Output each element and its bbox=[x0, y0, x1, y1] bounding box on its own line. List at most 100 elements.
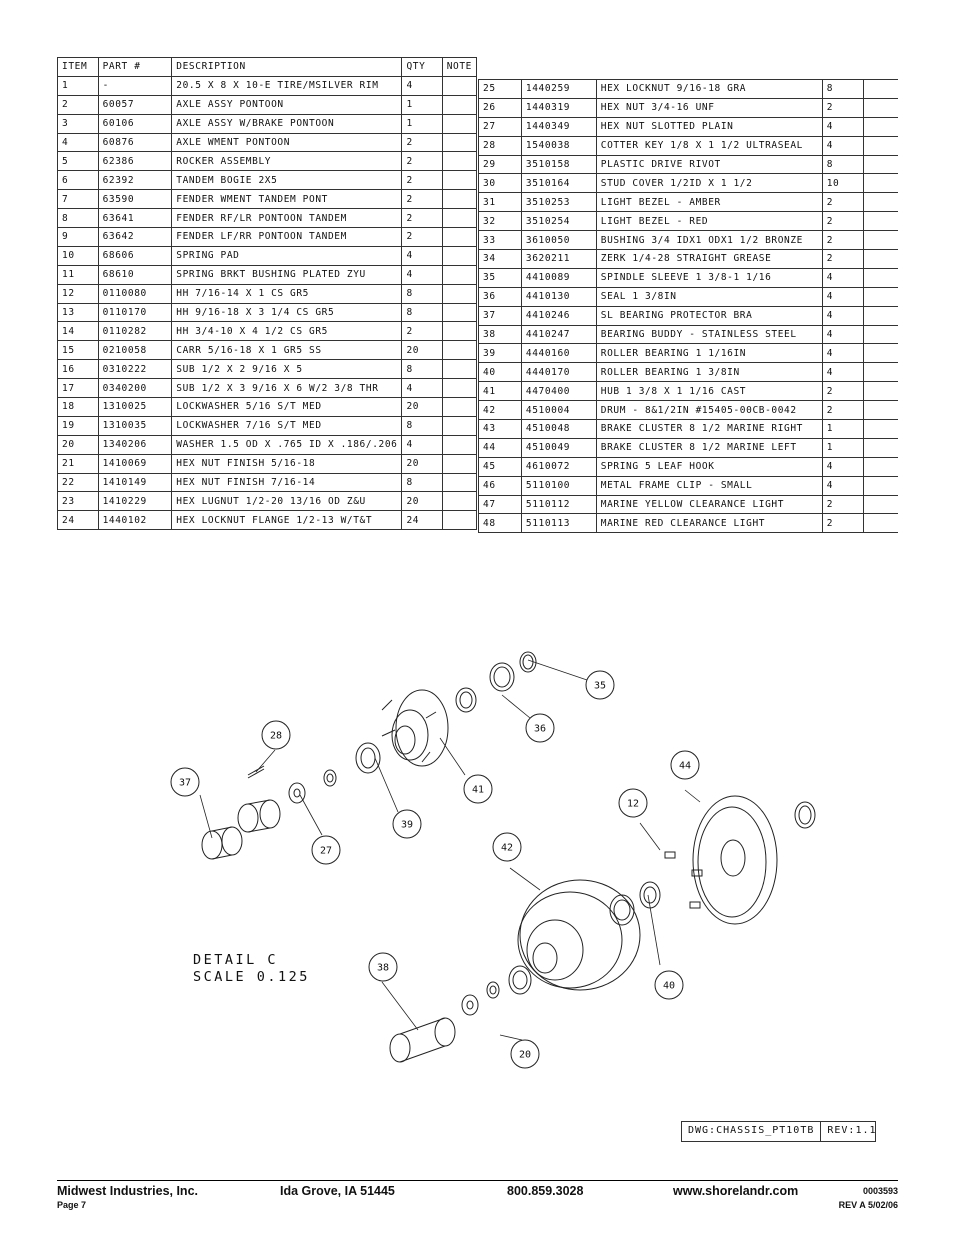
cell-part-number: 0340200 bbox=[97, 378, 173, 399]
cell-note bbox=[441, 208, 478, 229]
cell-part-number: 60106 bbox=[97, 113, 173, 134]
cell-item: 45 bbox=[478, 456, 522, 477]
cell-item: 40 bbox=[478, 362, 522, 383]
cell-description: ROCKER ASSEMBLY bbox=[171, 151, 403, 172]
cell-note bbox=[862, 230, 898, 251]
cell-part-number: 0110080 bbox=[97, 283, 173, 304]
cell-item: 16 bbox=[57, 359, 99, 380]
header-item: ITEM bbox=[57, 57, 99, 77]
cell-description: DRUM - 8&1/2IN #15405-00CB-0042 bbox=[595, 400, 823, 421]
cell-description: PLASTIC DRIVE RIVOT bbox=[595, 154, 823, 175]
cell-note bbox=[862, 267, 898, 288]
cell-item: 46 bbox=[478, 475, 522, 496]
cell-item: 27 bbox=[478, 116, 522, 137]
cell-qty: 4 bbox=[821, 475, 864, 496]
cell-description: ZERK 1/4-28 STRAIGHT GREASE bbox=[595, 249, 823, 269]
callout-label: 38 bbox=[377, 963, 389, 974]
callout-label: 40 bbox=[663, 981, 675, 992]
footer-company: Midwest Industries, Inc. bbox=[57, 1184, 198, 1198]
cell-qty: 1 bbox=[401, 94, 443, 115]
cell-description: AXLE WMENT PONTOON bbox=[171, 132, 403, 153]
cell-item: 4 bbox=[57, 132, 99, 153]
cell-item: 48 bbox=[478, 513, 522, 534]
cell-note bbox=[441, 151, 478, 172]
callout-35: 35 bbox=[585, 670, 615, 700]
cell-description: MARINE YELLOW CLEARANCE LIGHT bbox=[595, 494, 823, 515]
cell-part-number: 4410130 bbox=[520, 286, 597, 307]
cell-description: HEX LOCKNUT 9/16-18 GRA bbox=[595, 79, 823, 99]
callout-label: 44 bbox=[679, 761, 691, 772]
brake-drum-part bbox=[508, 879, 661, 995]
cell-item: 5 bbox=[57, 151, 99, 172]
cell-note bbox=[862, 437, 898, 458]
cell-qty: 4 bbox=[821, 343, 864, 364]
header-note: NOTE bbox=[441, 57, 478, 77]
cell-item: 36 bbox=[478, 286, 522, 307]
cell-note bbox=[441, 302, 478, 323]
callout-label: 20 bbox=[519, 1050, 531, 1061]
cell-qty: 1 bbox=[401, 113, 443, 134]
cell-qty: 8 bbox=[401, 472, 443, 493]
cell-item: 11 bbox=[57, 264, 99, 285]
cell-description: STUD COVER 1/2ID X 1 1/2 bbox=[595, 173, 823, 194]
cell-qty: 2 bbox=[401, 132, 443, 153]
footer-doc-number: 0003593 bbox=[862, 1186, 898, 1196]
cell-part-number: 4410246 bbox=[520, 305, 597, 326]
cell-part-number: 68606 bbox=[97, 245, 173, 266]
cell-note bbox=[862, 324, 898, 345]
cell-note bbox=[441, 434, 478, 455]
cell-description: LOCKWASHER 5/16 S/T MED bbox=[171, 397, 403, 417]
parts-table-header: ITEM PART # DESCRIPTION QTY NOTE bbox=[57, 57, 478, 77]
cell-description: BRAKE CLUSTER 8 1/2 MARINE LEFT bbox=[595, 437, 823, 458]
cell-qty: 2 bbox=[821, 249, 864, 269]
cell-part-number: 4510048 bbox=[520, 419, 597, 439]
cell-item: 34 bbox=[478, 249, 522, 269]
cell-description: SEAL 1 3/8IN bbox=[595, 286, 823, 307]
cell-description: SPRING BRKT BUSHING PLATED ZYU bbox=[171, 264, 403, 285]
cell-description: HEX LOCKNUT FLANGE 1/2-13 W/T&T bbox=[171, 510, 403, 531]
footer-website[interactable]: www.shorelandr.com bbox=[673, 1184, 799, 1198]
cell-part-number: 4410089 bbox=[520, 267, 597, 288]
cell-part-number: 3510158 bbox=[520, 154, 597, 175]
cell-note bbox=[862, 211, 898, 232]
washer-nut-cotter-part bbox=[247, 765, 337, 804]
cell-note bbox=[441, 340, 478, 361]
cell-note bbox=[862, 286, 898, 307]
header-qty: QTY bbox=[401, 57, 443, 77]
callout-label: 41 bbox=[472, 785, 484, 796]
cell-note bbox=[862, 475, 898, 496]
callout-37: 37 bbox=[170, 767, 200, 797]
detail-title: DETAIL C bbox=[193, 952, 279, 968]
cell-note bbox=[441, 510, 478, 531]
cell-note bbox=[862, 381, 898, 402]
cell-item: 26 bbox=[478, 97, 522, 118]
cell-item: 24 bbox=[57, 510, 99, 531]
cell-qty: 10 bbox=[821, 173, 864, 194]
cell-description: ROLLER BEARING 1 3/8IN bbox=[595, 362, 823, 383]
cell-item: 47 bbox=[478, 494, 522, 515]
cell-note bbox=[862, 305, 898, 326]
cell-note bbox=[441, 245, 478, 266]
callout-41: 41 bbox=[463, 774, 493, 804]
cell-item: 39 bbox=[478, 343, 522, 364]
cell-description: SUB 1/2 X 2 9/16 X 5 bbox=[171, 359, 403, 380]
